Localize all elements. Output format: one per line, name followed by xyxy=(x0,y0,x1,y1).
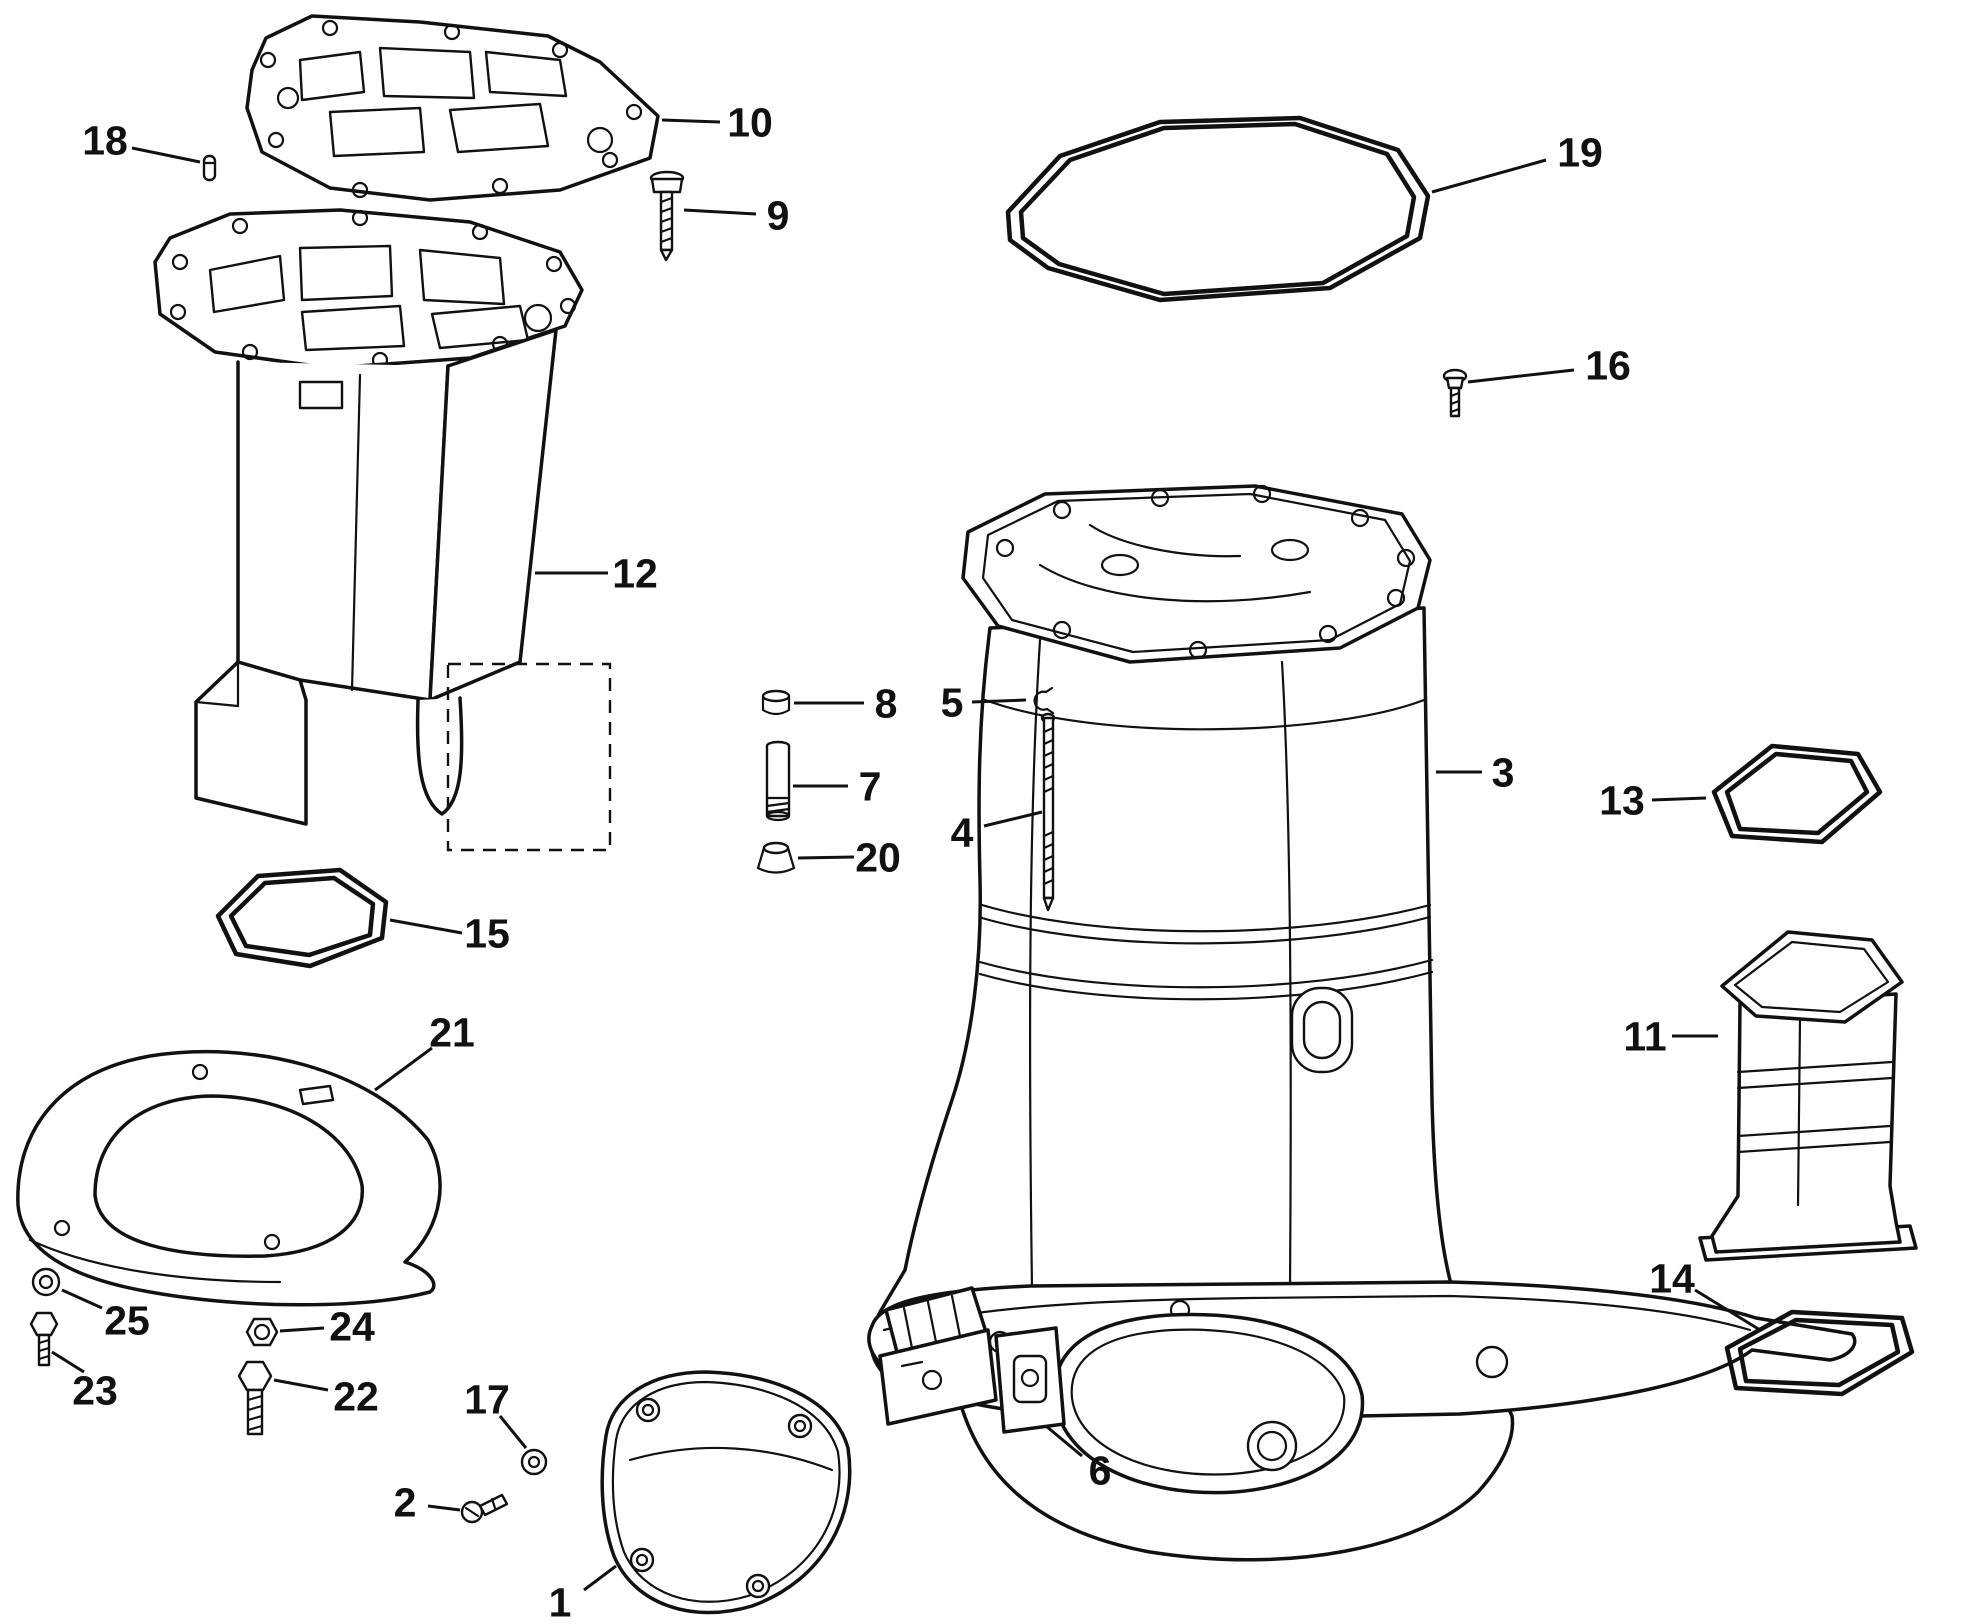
leader-line-2 xyxy=(427,1504,461,1512)
leader-line-9 xyxy=(683,208,757,216)
callout-24: 24 xyxy=(329,1303,375,1349)
leader-line-5 xyxy=(971,698,1027,704)
callout-15: 15 xyxy=(464,910,510,956)
part-retaining-clip-5 xyxy=(1033,686,1055,715)
part-screw-16 xyxy=(1442,368,1468,418)
leader-line-18 xyxy=(131,146,201,164)
part-clamp-6 xyxy=(878,1286,1066,1434)
callout-2: 2 xyxy=(394,1479,417,1525)
callout-5: 5 xyxy=(941,679,964,725)
part-bolt-22 xyxy=(237,1360,273,1436)
callout-8: 8 xyxy=(875,680,898,726)
callout-17: 17 xyxy=(464,1376,510,1422)
callout-21: 21 xyxy=(429,1009,475,1055)
part-nut-24 xyxy=(245,1317,279,1347)
leader-line-17 xyxy=(498,1415,528,1449)
callout-25: 25 xyxy=(104,1297,150,1343)
callout-6: 6 xyxy=(1089,1447,1112,1493)
callout-1: 1 xyxy=(549,1579,572,1624)
part-spacer-tube-7 xyxy=(765,740,791,822)
callout-13: 13 xyxy=(1599,777,1645,823)
part-bolt-23 xyxy=(29,1311,59,1367)
part-gasket-19 xyxy=(1005,115,1431,303)
part-inner-exhaust-housing-12 xyxy=(153,208,584,826)
part-cap-8 xyxy=(761,689,791,716)
leader-line-25 xyxy=(61,1288,103,1310)
part-washer-17 xyxy=(520,1448,548,1476)
callout-22: 22 xyxy=(333,1373,379,1419)
callout-16: 16 xyxy=(1585,342,1631,388)
callout-3: 3 xyxy=(1492,749,1515,795)
callout-10: 10 xyxy=(727,99,773,145)
leader-line-19 xyxy=(1431,158,1547,194)
part-screw-9 xyxy=(649,170,685,262)
part-screw-2 xyxy=(460,1493,509,1524)
leader-line-23 xyxy=(51,1350,85,1374)
callout-20: 20 xyxy=(855,834,901,880)
part-gasket-plate-10 xyxy=(245,14,660,202)
callout-23: 23 xyxy=(72,1367,118,1413)
leader-line-16 xyxy=(1467,368,1575,384)
callout-9: 9 xyxy=(767,192,790,238)
leader-line-4 xyxy=(983,810,1043,828)
callout-14: 14 xyxy=(1649,1255,1695,1301)
callout-19: 19 xyxy=(1557,129,1603,175)
callout-7: 7 xyxy=(859,763,882,809)
leader-line-1 xyxy=(583,1564,617,1592)
dashed-reference-box xyxy=(446,662,612,852)
part-gasket-14 xyxy=(1724,1309,1915,1397)
callout-layer: 18 10 9 19 16 12 3 13 58 7 4 20 15 21 11 14 25 24 23 22 17 2 6… xyxy=(51,99,1761,1624)
leader-line-13 xyxy=(1651,796,1707,802)
part-grommet-20 xyxy=(756,841,796,874)
part-exhaust-extension-11 xyxy=(1698,930,1918,1262)
callout-18: 18 xyxy=(82,117,128,163)
part-dowel-pin-18 xyxy=(202,154,217,182)
leader-line-6 xyxy=(1045,1424,1083,1458)
part-gasket-13 xyxy=(1711,743,1883,845)
part-washer-25 xyxy=(31,1267,61,1297)
part-deflector-21 xyxy=(16,1049,442,1307)
callout-12: 12 xyxy=(612,550,658,596)
callout-4: 4 xyxy=(951,809,974,855)
leader-line-14 xyxy=(1694,1288,1761,1332)
callout-11: 11 xyxy=(1623,1013,1666,1059)
leader-line-15 xyxy=(389,918,463,935)
part-outer-exhaust-housing-3 xyxy=(867,484,1857,1562)
part-rod-4 xyxy=(1040,712,1056,912)
part-gasket-15 xyxy=(215,867,389,969)
leader-line-21 xyxy=(374,1046,433,1092)
leader-line-10 xyxy=(661,118,721,124)
leader-line-20 xyxy=(797,855,855,860)
leader-line-24 xyxy=(279,1326,325,1333)
part-cover-plate-1 xyxy=(600,1370,852,1615)
leader-line-22 xyxy=(273,1378,329,1392)
